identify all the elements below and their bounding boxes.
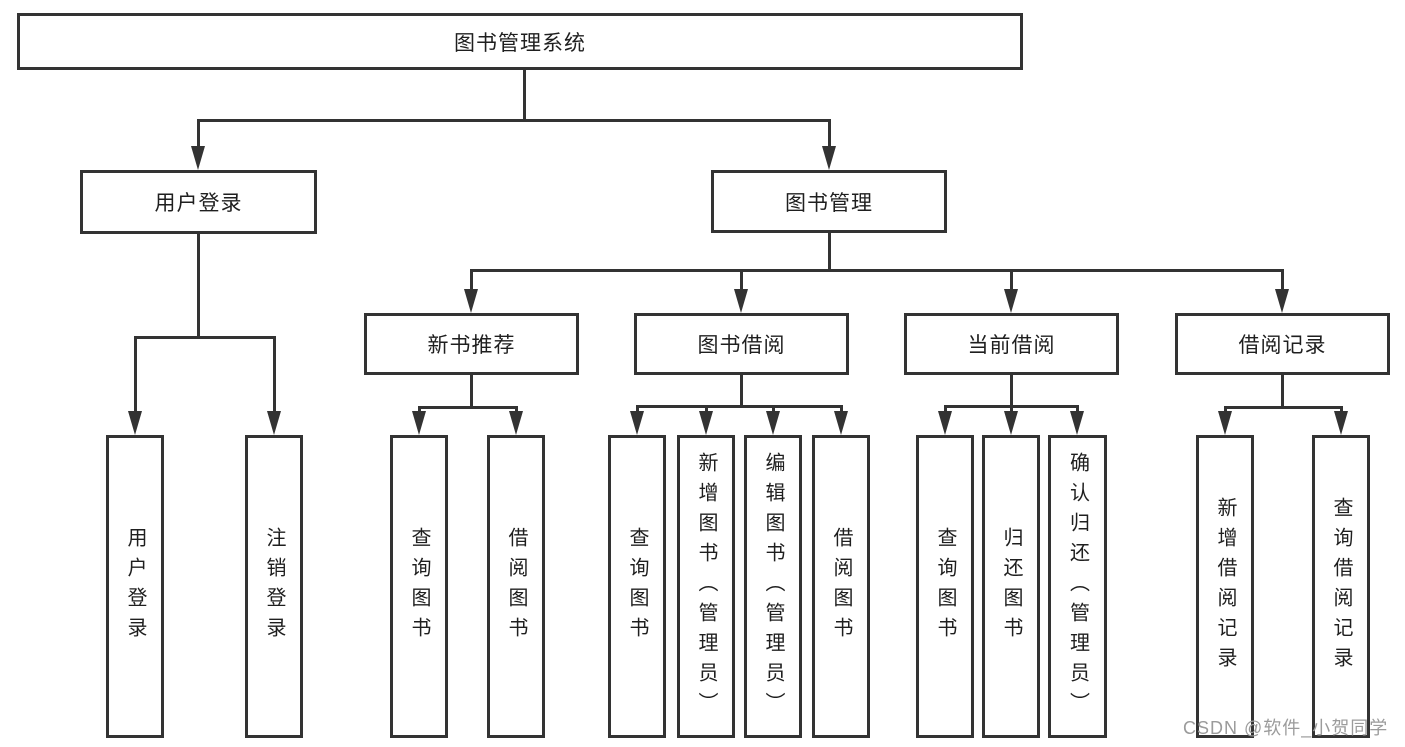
leaf-logout: 注销登录: [245, 435, 303, 738]
node-book-management: 图书管理: [711, 170, 947, 233]
connector-bar: [134, 336, 276, 339]
connector-drop: [944, 405, 947, 411]
leaf-current-query-book: 查询图书: [916, 435, 974, 738]
leaf-borrow-borrow-book: 借阅图书: [812, 435, 870, 738]
connector-drop: [134, 336, 137, 411]
arrow-head-icon: [1218, 411, 1232, 435]
connector-stem: [470, 375, 473, 409]
connector-stem: [523, 70, 526, 121]
connector-drop: [1224, 406, 1227, 411]
connector-drop: [470, 269, 473, 289]
leaf-borrow-edit-book-admin: 编辑图书（管理员）: [744, 435, 802, 738]
leaf-record-add-borrow-record: 新增借阅记录: [1196, 435, 1254, 738]
connector-stem: [828, 233, 831, 272]
connector-stem: [1010, 375, 1013, 408]
connector-drop: [515, 406, 518, 411]
node-root: 图书管理系统: [17, 13, 1023, 70]
arrow-head-icon: [699, 411, 713, 435]
leaf-borrow-query-book: 查询图书: [608, 435, 666, 738]
csdn-watermark: CSDN @软件_小贺同学: [1183, 718, 1389, 738]
connector-drop: [1076, 405, 1079, 411]
connector-drop: [828, 119, 831, 146]
arrow-head-icon: [1334, 411, 1348, 435]
connector-drop: [1281, 269, 1284, 289]
arrow-head-icon: [128, 411, 142, 435]
arrow-head-icon: [464, 289, 478, 313]
leaf-borrow-add-book-admin: 新增图书（管理员）: [677, 435, 735, 738]
node-user-login: 用户登录: [80, 170, 317, 234]
connector-bar: [1224, 406, 1343, 409]
leaf-current-return-book: 归还图书: [982, 435, 1040, 738]
arrow-head-icon: [766, 411, 780, 435]
connector-bar: [470, 269, 1284, 272]
connector-drop: [1340, 406, 1343, 411]
arrow-head-icon: [1004, 289, 1018, 313]
connector-drop: [197, 119, 200, 146]
node-new-book-recommend: 新书推荐: [364, 313, 579, 375]
connector-drop: [740, 269, 743, 289]
arrow-head-icon: [267, 411, 281, 435]
connector-bar: [418, 406, 518, 409]
arrow-head-icon: [822, 146, 836, 170]
arrow-head-icon: [1004, 411, 1018, 435]
leaf-record-query-borrow-record: 查询借阅记录: [1312, 435, 1370, 738]
connector-drop: [705, 405, 708, 411]
connector-drop: [1010, 405, 1013, 411]
connector-drop: [418, 406, 421, 411]
node-book-borrow: 图书借阅: [634, 313, 849, 375]
arrow-head-icon: [834, 411, 848, 435]
arrow-head-icon: [630, 411, 644, 435]
node-borrow-record: 借阅记录: [1175, 313, 1390, 375]
connector-bar: [636, 405, 843, 408]
connector-drop: [636, 405, 639, 411]
connector-drop: [1010, 269, 1013, 289]
leaf-current-confirm-return-admin: 确认归还（管理员）: [1048, 435, 1107, 738]
arrow-head-icon: [1070, 411, 1084, 435]
connector-drop: [273, 336, 276, 411]
leaf-user-login: 用户登录: [106, 435, 164, 738]
arrow-head-icon: [734, 289, 748, 313]
connector-bar: [197, 119, 831, 122]
connector-stem: [197, 234, 200, 338]
arrow-head-icon: [938, 411, 952, 435]
leaf-newbook-borrow-book: 借阅图书: [487, 435, 545, 738]
connector-drop: [840, 405, 843, 411]
connector-stem: [740, 375, 743, 408]
connector-drop: [772, 405, 775, 411]
arrow-head-icon: [509, 411, 523, 435]
arrow-head-icon: [191, 146, 205, 170]
leaf-newbook-query-book: 查询图书: [390, 435, 448, 738]
node-current-borrow: 当前借阅: [904, 313, 1119, 375]
connector-stem: [1281, 375, 1284, 409]
arrow-head-icon: [412, 411, 426, 435]
arrow-head-icon: [1275, 289, 1289, 313]
